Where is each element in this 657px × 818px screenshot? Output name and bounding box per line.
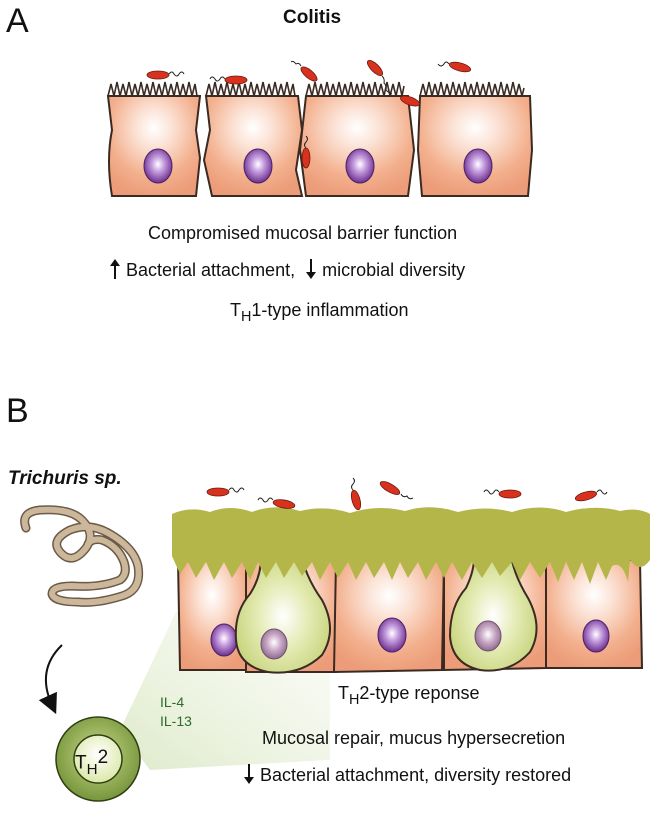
bacterium-icon bbox=[483, 489, 522, 499]
epithelial-cell bbox=[298, 81, 416, 197]
bacterium-icon bbox=[437, 61, 472, 73]
panel-b-response: TH2-type reponse bbox=[338, 683, 479, 708]
cytokine-list: IL-4 IL-13 bbox=[160, 693, 192, 731]
nucleus-icon bbox=[474, 620, 502, 652]
panel-b-line-2: Bacterial attachment, diversity restored bbox=[244, 764, 571, 786]
bacterium-icon bbox=[379, 481, 414, 500]
bacterium-icon bbox=[290, 60, 318, 82]
th2-number: 2 bbox=[97, 747, 109, 768]
cytokine-il4: IL-4 bbox=[160, 694, 185, 710]
goblet-cell bbox=[448, 547, 538, 672]
th1-rest: 1-type inflammation bbox=[251, 300, 409, 320]
bacterium-icon bbox=[257, 497, 296, 509]
down-arrow-icon bbox=[244, 764, 254, 784]
organism-label: Trichuris sp. bbox=[8, 468, 122, 489]
nucleus-icon bbox=[143, 148, 173, 184]
bacterium-icon bbox=[350, 477, 362, 511]
panel-a-line-1: Compromised mucosal barrier function bbox=[148, 223, 458, 243]
down-arrow-icon bbox=[306, 259, 317, 279]
bacterium-icon bbox=[574, 489, 608, 502]
bacterium-icon bbox=[146, 70, 185, 80]
epithelial-cell bbox=[416, 81, 534, 197]
th2-cell-label: TH2 bbox=[75, 747, 108, 778]
nucleus-icon bbox=[463, 148, 493, 184]
nucleus-icon bbox=[582, 619, 610, 653]
epithelial-cell bbox=[202, 81, 304, 197]
epithelial-cell bbox=[332, 559, 446, 674]
panel-a-title: Colitis bbox=[283, 7, 342, 28]
epithelial-cell bbox=[106, 81, 202, 197]
panel-a-line-2-part-a: Bacterial attachment, bbox=[126, 260, 296, 280]
panel-a-line-2-part-b: microbial diversity bbox=[322, 260, 466, 280]
th2-response-rest: 2-type reponse bbox=[359, 683, 480, 703]
epithelial-cell bbox=[176, 559, 247, 671]
th2-cell-icon bbox=[55, 716, 141, 802]
th2-t: T bbox=[75, 752, 87, 774]
goblet-cell bbox=[234, 547, 331, 674]
th2-subscript: H bbox=[86, 761, 98, 778]
panel-b bbox=[20, 477, 650, 802]
bacterium-icon bbox=[301, 135, 311, 169]
th1-t: T bbox=[230, 300, 241, 320]
bacterium-icon bbox=[209, 75, 248, 85]
th2-response-t: T bbox=[338, 683, 349, 703]
curved-arrow-icon bbox=[38, 644, 63, 715]
th2-response-subscript: H bbox=[349, 692, 360, 709]
cytokine-il13: IL-13 bbox=[160, 713, 192, 729]
epithelial-cell bbox=[545, 559, 644, 669]
bacterium-icon bbox=[366, 59, 393, 95]
bacterium-icon bbox=[400, 95, 420, 107]
nucleus-icon bbox=[243, 148, 273, 184]
panel-a-letter: A bbox=[6, 2, 29, 40]
nucleus-icon bbox=[377, 617, 407, 653]
panel-b-line-2-text: Bacterial attachment, diversity restored bbox=[260, 765, 572, 785]
panel-b-line-1: Mucosal repair, mucus hypersecretion bbox=[262, 728, 566, 748]
mucus-layer bbox=[172, 507, 650, 584]
th1-subscript: H bbox=[241, 309, 252, 326]
nucleus-icon bbox=[210, 623, 238, 657]
panel-a bbox=[106, 59, 534, 197]
panel-a-line-3: TH1-type inflammation bbox=[230, 300, 408, 325]
nucleus-icon bbox=[345, 148, 375, 184]
trichuris-worm-icon bbox=[20, 505, 144, 607]
up-arrow-icon bbox=[110, 259, 120, 279]
panel-b-letter: B bbox=[6, 392, 29, 430]
panel-a-line-2: Bacterial attachment, microbial diversit… bbox=[110, 259, 465, 281]
bacterium-icon bbox=[206, 487, 245, 497]
nucleus-icon bbox=[260, 628, 288, 660]
